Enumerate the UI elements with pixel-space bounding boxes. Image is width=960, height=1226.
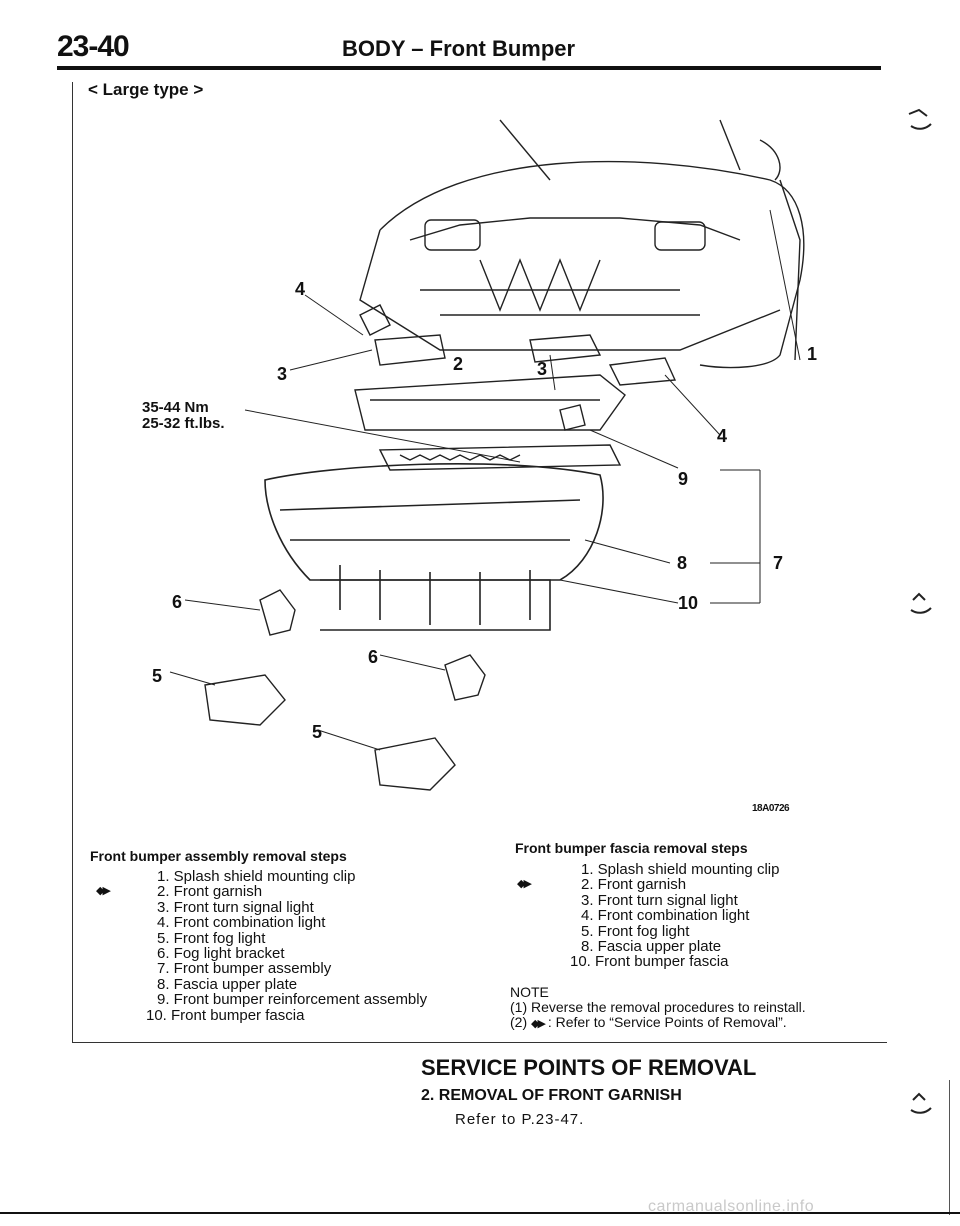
- bumper-reinforcement-outline: [354, 374, 626, 471]
- list-item: 5. Front fog light: [157, 929, 266, 947]
- list-item: 6. Fog light bracket: [157, 945, 285, 963]
- subheading-large-type: < Large type >: [88, 80, 204, 99]
- list-item: 8. Fascia upper plate: [581, 938, 722, 956]
- margin-mark-icon: [908, 108, 932, 130]
- left-margin-rule: [72, 82, 73, 1042]
- callout-9: 9: [678, 469, 688, 489]
- list-item: 5. Front fog light: [581, 922, 690, 940]
- exploded-view-diagram: 4 3 2 3 1 4 9 8 7 10 6 5 6 5 35-44 Nm 25…: [142, 119, 817, 791]
- list-item: 7. Front bumper assembly: [157, 960, 332, 978]
- callout-5-right: 5: [312, 722, 322, 742]
- assembly-service-point-marker: ◆▶: [96, 885, 111, 897]
- right-margin-rule: [949, 1080, 950, 1215]
- callout-3-right: 3: [537, 359, 547, 379]
- note-label: NOTE: [510, 984, 549, 1000]
- callout-3-left: 3: [277, 364, 287, 384]
- callout-7: 7: [773, 553, 783, 573]
- list-item: 1. Splash shield mounting clip: [157, 868, 356, 885]
- car-front-outline: [359, 119, 805, 369]
- page-number: 23-40: [57, 30, 130, 63]
- list-item: 3. Front turn signal light: [157, 898, 314, 916]
- margin-mark-icon: [910, 592, 932, 614]
- fog-lights-outline: [204, 589, 486, 791]
- list-item: 10. Front bumper fascia: [570, 953, 729, 971]
- callout-labels: 4 3 2 3 1 4 9 8 7 10 6 5 6 5: [152, 279, 817, 742]
- torque-ftlbs: 25-32 ft.lbs.: [142, 415, 225, 432]
- callout-10: 10: [678, 593, 698, 613]
- fascia-steps-title: Front bumper fascia removal steps: [515, 840, 748, 856]
- list-item: 4. Front combination light: [157, 914, 326, 932]
- service-points-title: SERVICE POINTS OF REMOVAL: [421, 1055, 757, 1080]
- assembly-steps-title: Front bumper assembly removal steps: [90, 848, 347, 864]
- service-points-subtitle: 2. REMOVAL OF FRONT GARNISH: [421, 1087, 682, 1104]
- list-item: 2. Front garnish: [157, 883, 263, 901]
- torque-spec: 35-44 Nm 25-32 ft.lbs.: [142, 399, 225, 432]
- list-item: 4. Front combination light: [581, 907, 750, 925]
- header-rule: [57, 66, 881, 70]
- leader-lines: [169, 209, 801, 751]
- list-item: 2. Front garnish: [581, 876, 687, 894]
- fascia-steps-list: 1. Splash shield mounting clip 2. Front …: [570, 862, 779, 970]
- watermark: carmanualsonline.info: [648, 1198, 815, 1215]
- page-title: BODY – Front Bumper: [342, 36, 576, 61]
- section-divider: [72, 1042, 887, 1043]
- list-item: 8. Fascia upper plate: [157, 975, 298, 993]
- list-item: 9. Front bumper reinforcement assembly: [157, 991, 428, 1009]
- callout-4-right: 4: [717, 426, 727, 446]
- note-block: NOTE (1) Reverse the removal procedures …: [510, 985, 806, 1032]
- assembly-steps-list: 1. Splash shield mounting clip 2. Front …: [146, 869, 427, 1023]
- note-line-2: (2) ◆▶ : Refer to “Service Points of Rem…: [510, 1015, 806, 1032]
- lights-outline: [359, 304, 677, 431]
- callout-5-left: 5: [152, 666, 162, 686]
- margin-mark-icon: [910, 1092, 932, 1114]
- bumper-fascia-outline: [264, 463, 604, 631]
- list-item: 10. Front bumper fascia: [146, 1006, 305, 1024]
- callout-1: 1: [807, 344, 817, 364]
- callout-2: 2: [453, 354, 463, 374]
- callout-8: 8: [677, 553, 687, 573]
- torque-nm: 35-44 Nm: [142, 399, 209, 416]
- note-line-2-text: : Refer to “Service Points of Removal”.: [547, 1014, 787, 1030]
- note-line-2-prefix: (2): [510, 1014, 528, 1030]
- service-point-marker: ◆▶: [531, 1018, 546, 1030]
- service-points-reference: Refer to P.23-47.: [455, 1111, 585, 1128]
- list-item: 1. Splash shield mounting clip: [581, 861, 780, 878]
- fascia-service-point-marker: ◆▶: [517, 878, 532, 890]
- list-item: 3. Front turn signal light: [581, 891, 738, 909]
- note-line-1: (1) Reverse the removal procedures to re…: [510, 999, 806, 1015]
- footer-rule: [0, 1212, 960, 1214]
- callout-4-top: 4: [295, 279, 305, 299]
- figure-code: 18A0726: [752, 803, 790, 814]
- callout-6-right: 6: [368, 647, 378, 667]
- callout-6-left: 6: [172, 592, 182, 612]
